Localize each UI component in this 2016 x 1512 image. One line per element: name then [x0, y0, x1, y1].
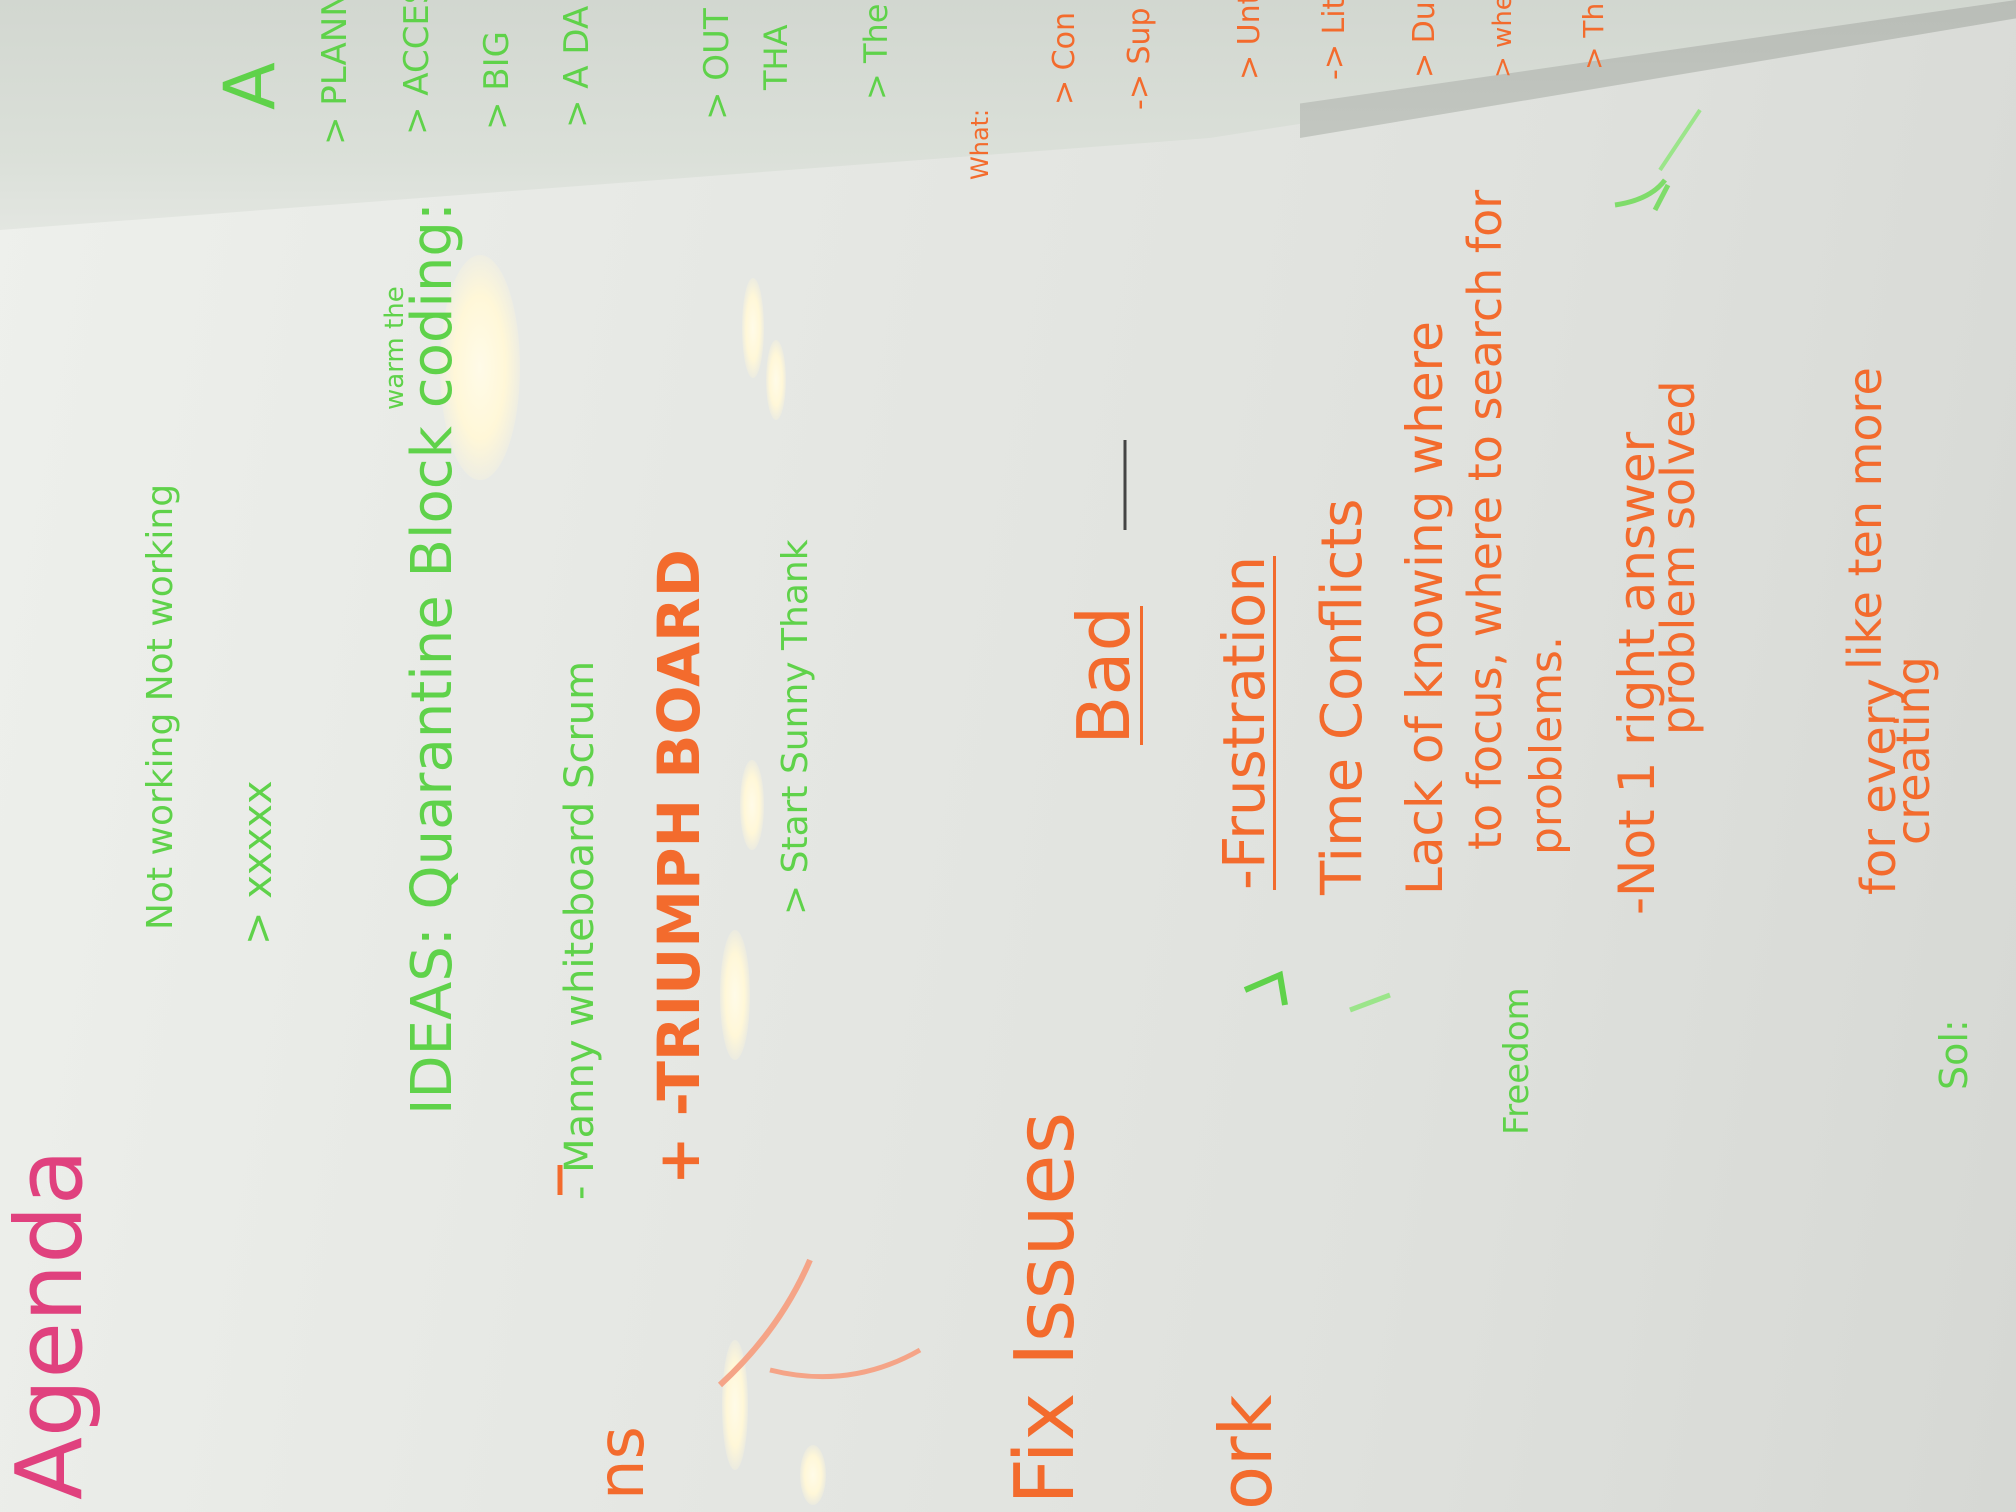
marker-stroke	[717, 1258, 813, 1388]
light-reflection	[766, 340, 786, 420]
light-reflection	[800, 1445, 826, 1505]
light-reflection	[720, 930, 750, 1060]
marker-stroke	[769, 1347, 922, 1380]
light-reflection	[742, 278, 764, 378]
light-reflection	[740, 760, 764, 850]
marker-stroke	[1614, 178, 1671, 212]
marker-stroke	[1349, 992, 1391, 1013]
marker-stroke	[1243, 970, 1288, 1006]
light-reflection	[440, 255, 520, 480]
marker-stroke	[1658, 108, 1702, 172]
